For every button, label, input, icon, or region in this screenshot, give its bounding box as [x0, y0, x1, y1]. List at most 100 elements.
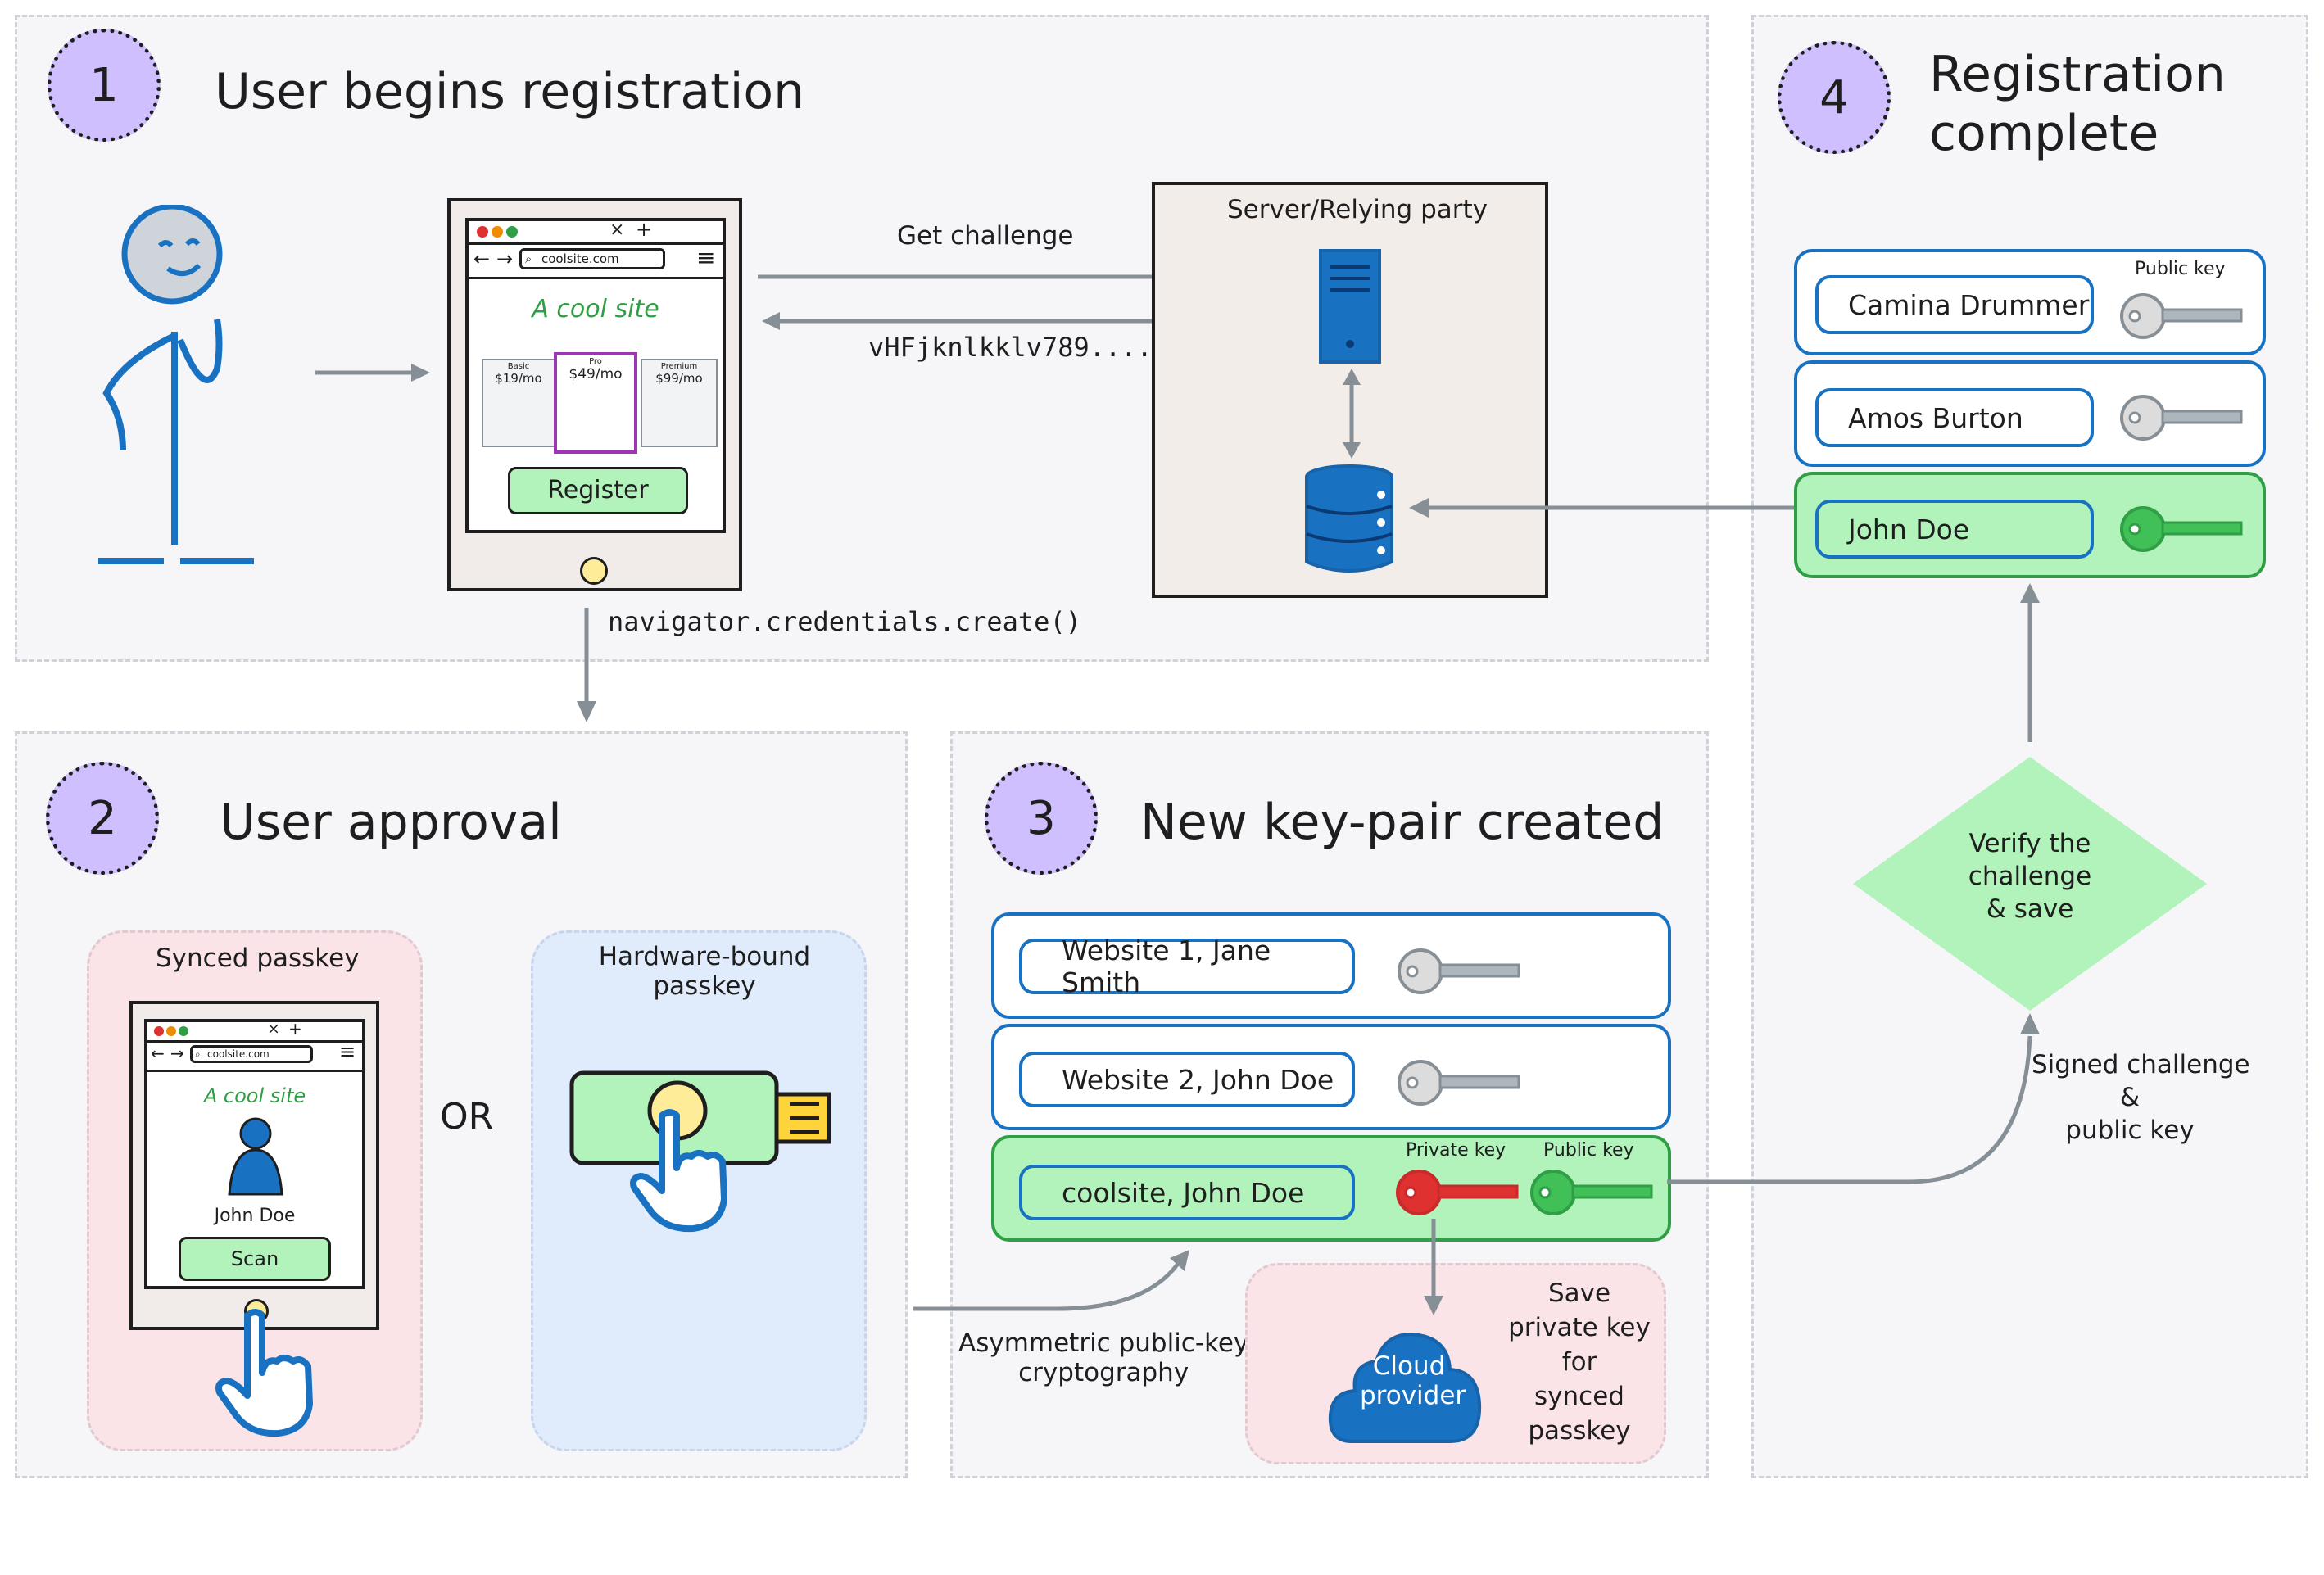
- new-tab-icon[interactable]: +: [288, 1019, 302, 1039]
- asymmetric-label: Asymmetric public-key cryptography: [958, 1328, 1248, 1387]
- search-icon: ⌕: [195, 1048, 201, 1060]
- arrow-user-to-browser: [315, 364, 430, 382]
- public-key-icon: [1530, 1170, 1653, 1215]
- key-icon: [1398, 948, 1520, 994]
- back-icon[interactable]: ←: [473, 247, 491, 270]
- pricing-premium: Premium $99/mo: [641, 359, 718, 447]
- new-tab-icon[interactable]: +: [636, 218, 653, 241]
- cloud-line1: Cloud: [1372, 1351, 1446, 1381]
- server-label: Server/Relying party: [1227, 195, 1488, 224]
- public-key-label: Public key: [1543, 1140, 1634, 1161]
- menu-icon[interactable]: ≡: [339, 1040, 356, 1063]
- keypair-row-label: Website 1, Jane Smith: [1019, 935, 1355, 998]
- private-key-icon: [1396, 1170, 1519, 1215]
- verify-line3: & save: [1986, 894, 2074, 924]
- step-badge-3: 3: [985, 762, 1098, 875]
- step-title-4: Registration complete: [1929, 45, 2226, 163]
- arrow-registry-to-database: [1409, 498, 1794, 518]
- verify-diamond: [1853, 757, 2207, 1011]
- pricing-basic: Basic $19/mo: [482, 359, 555, 447]
- close-tab-icon[interactable]: ×: [267, 1020, 280, 1038]
- pointing-hand-icon: [215, 1309, 313, 1437]
- keypair-row-3: coolsite, John Doe Private key Public ke…: [991, 1135, 1671, 1242]
- plan-price: $19/mo: [495, 371, 542, 386]
- signed-line3: public key: [2065, 1116, 2195, 1145]
- hardware-title-line1: Hardware-bound: [598, 942, 811, 971]
- api-call-label: navigator.credentials.create(): [608, 606, 1081, 637]
- save-private-key-label: Save private key for synced passkey: [1497, 1276, 1661, 1448]
- keypair-row-label: coolsite, John Doe: [1019, 1165, 1355, 1220]
- save-line: synced: [1534, 1382, 1624, 1411]
- phone-browser: × + ← → ⌕ coolsite.com ≡ A cool site Joh…: [144, 1019, 365, 1289]
- registry-row-1: Camina Drummer Public key: [1794, 249, 2266, 355]
- arrow-public-key-to-verify: [1667, 1013, 2040, 1184]
- registry-public-key-label: Public key: [2135, 259, 2226, 279]
- window-dot-yellow[interactable]: [166, 1026, 176, 1036]
- step-title-2: User approval: [220, 794, 562, 851]
- save-line: private key: [1508, 1313, 1651, 1342]
- registry-row-2: Amos Burton: [1794, 360, 2266, 467]
- window-dot-green[interactable]: [179, 1026, 188, 1036]
- menu-icon[interactable]: ≡: [696, 244, 716, 271]
- window-dot-red[interactable]: [477, 226, 488, 238]
- plan-name: Basic: [507, 362, 530, 371]
- phone-address-bar[interactable]: ⌕ coolsite.com: [190, 1045, 313, 1063]
- step-title-4-line1: Registration: [1929, 46, 2226, 103]
- private-key-label: Private key: [1406, 1140, 1506, 1161]
- public-key-icon: [2120, 506, 2243, 552]
- signed-challenge-label: Signed challenge & public key: [2032, 1048, 2250, 1147]
- arrow-to-approval: [577, 608, 596, 722]
- hardware-passkey-title: Hardware-bound passkey: [590, 942, 819, 1001]
- plan-price: $49/mo: [569, 366, 623, 382]
- synced-passkey-title: Synced passkey: [156, 944, 360, 973]
- plan-name: Pro: [589, 357, 602, 366]
- search-icon: ⌕: [525, 251, 532, 266]
- cloud-line2: provider: [1360, 1381, 1466, 1410]
- phone: × + ← → ⌕ coolsite.com ≡ A cool site Joh…: [129, 1001, 379, 1330]
- arrow-private-to-cloud: [1424, 1219, 1443, 1315]
- window-dot-green[interactable]: [506, 226, 518, 238]
- register-button[interactable]: Register: [508, 467, 688, 514]
- keypair-row-2: Website 2, John Doe: [991, 1024, 1671, 1130]
- phone-user-name: John Doe: [214, 1206, 296, 1226]
- panel-step-4: [1751, 15, 2308, 1478]
- key-icon: [2120, 293, 2243, 339]
- step-title-1: User begins registration: [215, 63, 805, 120]
- forward-icon[interactable]: →: [496, 247, 514, 270]
- address-bar[interactable]: ⌕ coolsite.com: [519, 248, 665, 269]
- signed-line1: Signed challenge: [2032, 1050, 2250, 1079]
- database-icon: [1305, 464, 1393, 573]
- arrow-server-database: [1343, 369, 1361, 459]
- browser-tablet: × + ← → ⌕ coolsite.com ≡ A cool site Bas…: [447, 198, 742, 591]
- arrow-verify-to-registry: [2020, 583, 2040, 742]
- step-badge-4: 4: [1778, 41, 1891, 154]
- window-dot-red[interactable]: [154, 1026, 164, 1036]
- step-badge-1: 1: [48, 29, 161, 142]
- plan-price: $99/mo: [655, 371, 703, 386]
- cloud-icon: [1328, 1333, 1482, 1443]
- save-line: passkey: [1528, 1416, 1631, 1446]
- or-label: OR: [440, 1096, 494, 1138]
- verify-label: Verify the challenge & save: [1940, 827, 2120, 926]
- browser-window: × + ← → ⌕ coolsite.com ≡ A cool site Bas…: [465, 218, 726, 533]
- phone-tab-bar: × +: [147, 1019, 362, 1043]
- back-icon[interactable]: ←: [151, 1043, 165, 1063]
- forward-icon[interactable]: →: [170, 1043, 184, 1063]
- window-dot-yellow[interactable]: [492, 226, 503, 238]
- step-title-3: New key-pair created: [1140, 794, 1665, 851]
- asymmetric-line1: Asymmetric public-key: [958, 1328, 1249, 1358]
- arrow-approval-to-keypair: [913, 1250, 1189, 1311]
- save-line: for: [1561, 1347, 1597, 1377]
- close-tab-icon[interactable]: ×: [609, 220, 625, 240]
- scan-button[interactable]: Scan: [179, 1237, 331, 1281]
- signed-line2: &: [2119, 1083, 2141, 1112]
- registry-user-label: Camina Drummer: [1815, 275, 2094, 334]
- verify-line1: Verify the: [1968, 829, 2091, 858]
- home-button[interactable]: [580, 557, 608, 585]
- hardware-title-line2: passkey: [653, 971, 756, 1001]
- phone-nav-bar: ← → ⌕ coolsite.com ≡: [147, 1040, 362, 1072]
- plan-name: Premium: [660, 362, 698, 371]
- site-name: A cool site: [532, 295, 659, 324]
- asymmetric-line2: cryptography: [1018, 1358, 1189, 1387]
- key-icon: [1398, 1060, 1520, 1106]
